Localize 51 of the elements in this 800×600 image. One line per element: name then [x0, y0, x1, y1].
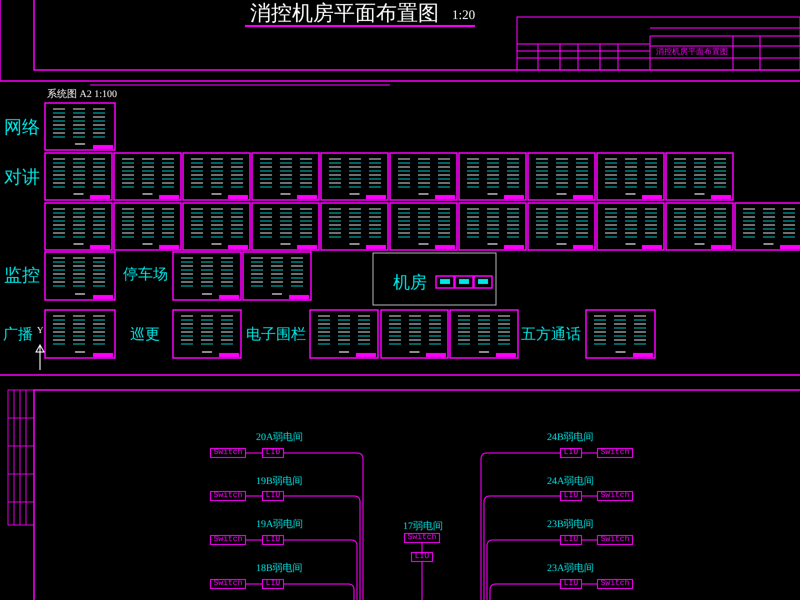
row-label: 对讲 — [4, 168, 40, 186]
room-heading: 19B弱电间 — [256, 477, 303, 487]
device-box: Switch — [210, 448, 246, 458]
device-box: Switch — [597, 448, 633, 458]
trunk-cable — [490, 584, 560, 600]
system-drawing-label: 系统图 A2 1:100 — [47, 90, 117, 100]
cable-link — [582, 452, 598, 454]
device-box: LIU — [262, 535, 284, 545]
trunk-cable — [284, 452, 364, 600]
trunk-cable — [284, 584, 354, 600]
room-heading: 17弱电间 — [403, 522, 443, 532]
cable-link — [246, 452, 262, 454]
device-box: Switch — [597, 579, 633, 589]
device-box: Switch — [404, 533, 440, 543]
group-label: 停车场 — [123, 268, 168, 283]
row-label: 网络 — [4, 118, 40, 136]
device-box: LIU — [262, 448, 284, 458]
device-box: Switch — [210, 579, 246, 589]
room-heading: 19A弱电间 — [256, 520, 304, 530]
group-label: 巡更 — [130, 328, 160, 343]
row-label: 广播 — [3, 328, 33, 343]
trunk-cable — [480, 452, 560, 600]
trunk-cable — [484, 496, 560, 600]
title-block-text: 消控机房平面布置图 — [656, 48, 728, 56]
trunk-cable — [284, 540, 358, 600]
trunk-cable — [284, 496, 360, 600]
device-box: LIU — [560, 579, 582, 589]
room-heading: 20A弱电间 — [256, 433, 304, 443]
device-box: LIU — [560, 491, 582, 501]
room-heading: 24B弱电间 — [547, 433, 594, 443]
device-box: Switch — [597, 535, 633, 545]
axis-letter: Y — [37, 326, 44, 335]
device-box: Switch — [210, 535, 246, 545]
device-box: LIU — [411, 552, 433, 562]
row-label: 监控 — [4, 266, 40, 284]
trunk-cable — [486, 540, 560, 600]
device-box: Switch — [210, 491, 246, 501]
room-heading: 23A弱电间 — [547, 564, 594, 574]
group-label: 电子围栏 — [246, 328, 306, 343]
scale-label: 1:20 — [452, 8, 476, 21]
drawing-title: 消控机房平面布置图 — [250, 3, 439, 24]
room-heading: 23B弱电间 — [547, 520, 594, 530]
group-label: 五方通话 — [521, 328, 581, 343]
device-box: Switch — [597, 491, 633, 501]
device-box: LIU — [560, 448, 582, 458]
room-heading: 24A弱电间 — [547, 477, 594, 487]
device-box: LIU — [262, 491, 284, 501]
device-box: LIU — [560, 535, 582, 545]
room-heading: 18B弱电间 — [256, 564, 303, 574]
device-box: LIU — [262, 579, 284, 589]
group-label: 机房 — [393, 274, 427, 291]
